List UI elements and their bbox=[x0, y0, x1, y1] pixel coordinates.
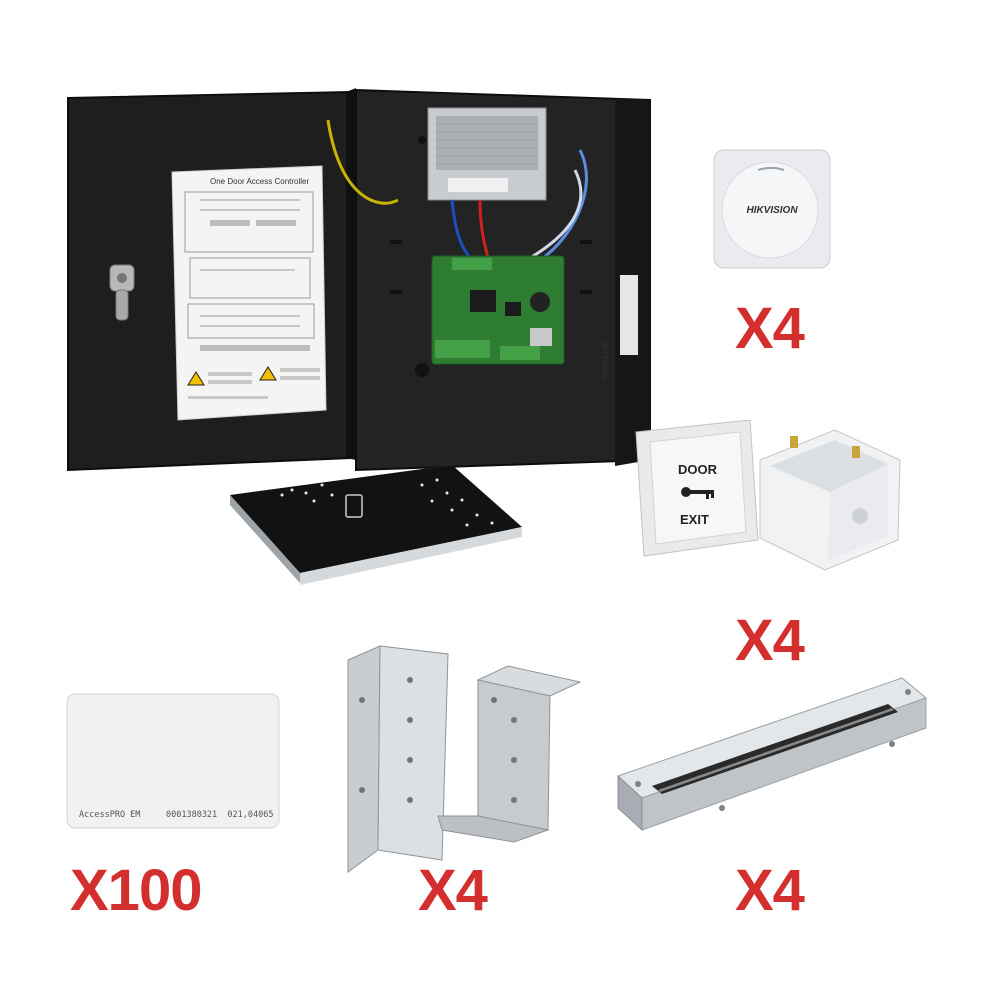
exit-button-text-door: DOOR bbox=[678, 462, 718, 477]
proximity-reader: HIKVISION bbox=[712, 148, 832, 270]
magnetic-lock bbox=[612, 668, 932, 836]
zl-brackets bbox=[318, 640, 583, 880]
brackets-quantity: X4 bbox=[418, 858, 488, 923]
card-symbol-icon bbox=[345, 494, 363, 518]
exit-button-kit: DOOR EXIT bbox=[630, 420, 910, 580]
maglock-quantity: X4 bbox=[735, 858, 805, 923]
reader-quantity: X4 bbox=[735, 296, 805, 361]
card-print: AccessPRO EM 0001380321 021,04065 bbox=[79, 810, 274, 820]
cabinet-side-brand: HIKVISION bbox=[601, 339, 610, 380]
desktop-card-reader bbox=[222, 455, 532, 605]
diagram-title: One Door Access Controller bbox=[210, 177, 309, 186]
exit-button-quantity: X4 bbox=[735, 608, 805, 673]
reader-brand: HIKVISION bbox=[746, 205, 798, 216]
access-controller-cabinet: One Door Access Controller bbox=[60, 80, 660, 480]
exit-button-text-exit: EXIT bbox=[680, 512, 709, 527]
card-quantity: X100 bbox=[70, 858, 202, 923]
proximity-card: AccessPRO EM 0001380321 021,04065 bbox=[65, 692, 281, 832]
key-icon bbox=[681, 487, 714, 499]
